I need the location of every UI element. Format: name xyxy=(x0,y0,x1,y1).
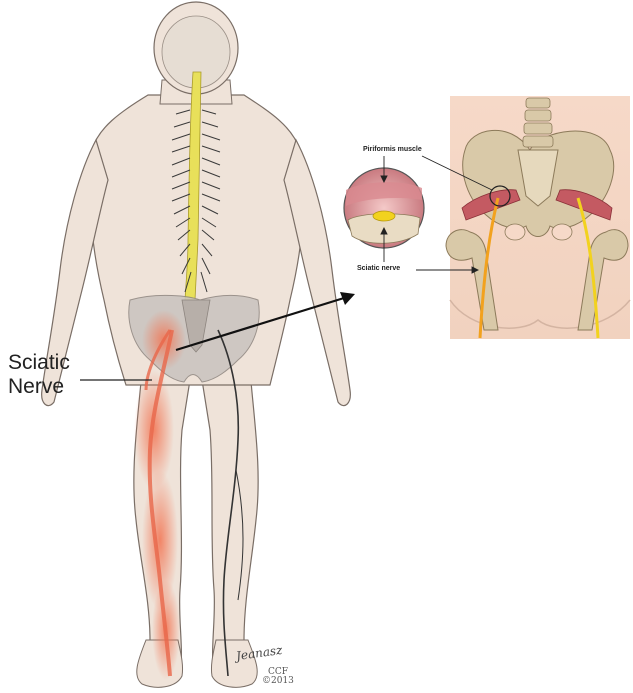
pelvis-inset-panel xyxy=(446,96,630,339)
sciatic-label-line1: Sciatic xyxy=(8,351,70,375)
copyright-credit: CCF ©2013 xyxy=(262,668,294,686)
sciatic-label-line2: Nerve xyxy=(8,375,70,399)
piriformis-muscle-label: Piriformis muscle xyxy=(363,146,422,153)
sciatic-nerve-inset-label: Sciatic nerve xyxy=(357,265,400,272)
sciatic-nerve-label: Sciatic Nerve xyxy=(8,351,70,399)
credit-year: ©2013 xyxy=(262,677,294,686)
